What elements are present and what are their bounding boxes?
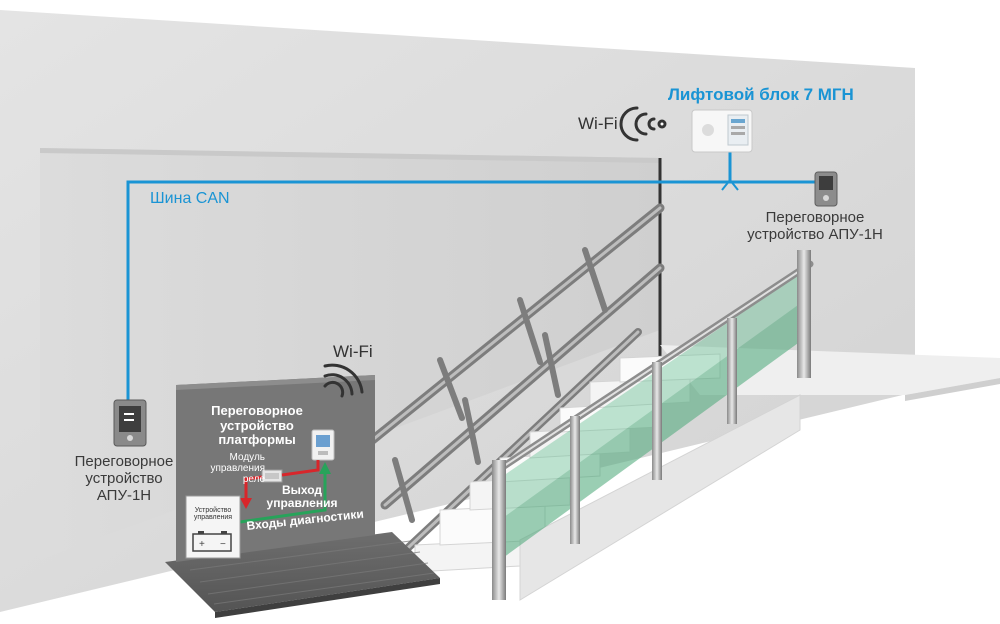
lift-block-label: Лифтовой блок 7 МГН bbox=[668, 85, 854, 104]
diagnostic-inputs-arrow bbox=[239, 472, 327, 524]
svg-text:−: − bbox=[220, 539, 226, 550]
intercom-left-device bbox=[113, 399, 147, 447]
platform-intercom-label-line3: платформы bbox=[218, 432, 296, 448]
intercom-right-label-line1: Переговорное bbox=[765, 209, 865, 226]
wifi-icon bbox=[619, 106, 667, 142]
can-bus-line bbox=[126, 150, 815, 400]
can-bus-label: Шина CAN bbox=[150, 190, 230, 207]
control-device-label-line2: управления bbox=[193, 514, 233, 522]
control-device-label-line1: Устройство bbox=[194, 507, 232, 514]
control-device-label: Устройство управления bbox=[187, 507, 239, 522]
relay-module-label-line1: Модуль bbox=[229, 452, 265, 463]
lift-rails bbox=[365, 203, 665, 564]
control-output-label-line2: управления bbox=[266, 496, 338, 511]
recess-top-edge bbox=[40, 148, 660, 163]
intercom-left-label-line1: Переговорное bbox=[74, 453, 174, 470]
platform-floor bbox=[165, 532, 440, 618]
wifi-icon bbox=[323, 363, 364, 398]
diagnostic-inputs-arrowhead bbox=[319, 462, 331, 474]
intercom-left-label-line2: устройство bbox=[85, 469, 163, 487]
intercom-right-label: Переговорное устройство АПУ-1Н bbox=[730, 209, 900, 244]
intercom-right-device bbox=[814, 171, 838, 207]
platform-intercom-label-line2: устройство bbox=[220, 417, 294, 433]
platform-intercom-device bbox=[311, 429, 335, 461]
control-output-arrow bbox=[244, 460, 320, 500]
relay-module-label-line3: реле bbox=[242, 474, 265, 486]
landing bbox=[660, 345, 1000, 395]
control-output-label: Выход управления bbox=[252, 483, 352, 511]
relay-module bbox=[261, 469, 283, 483]
platform-intercom-label: Переговорное устройство платформы bbox=[198, 403, 316, 448]
relay-module-label-line2: управления bbox=[210, 463, 265, 475]
can-bus-fork bbox=[721, 178, 739, 191]
control-device: + − bbox=[185, 495, 241, 559]
wifi-platform-label: Wi-Fi bbox=[333, 342, 373, 361]
control-output-arrowhead bbox=[240, 498, 252, 509]
control-output-label-line1: Выход bbox=[281, 483, 323, 497]
wifi-top-label: Wi-Fi bbox=[578, 114, 618, 133]
intercom-right-label-line2: устройство АПУ-1Н bbox=[747, 225, 883, 243]
relay-module-label: Модуль управления реле bbox=[203, 452, 265, 486]
battery-icon: + − bbox=[192, 531, 232, 552]
intercom-left-label-line3: АПУ-1Н bbox=[96, 486, 152, 504]
intercom-left-label: Переговорное устройство АПУ-1Н bbox=[44, 453, 204, 504]
landing-edge bbox=[905, 378, 1000, 401]
svg-text:+: + bbox=[199, 539, 205, 550]
handrail bbox=[491, 250, 814, 600]
lift-block-device bbox=[691, 109, 753, 153]
platform-intercom-label-line1: Переговорное bbox=[211, 403, 303, 418]
